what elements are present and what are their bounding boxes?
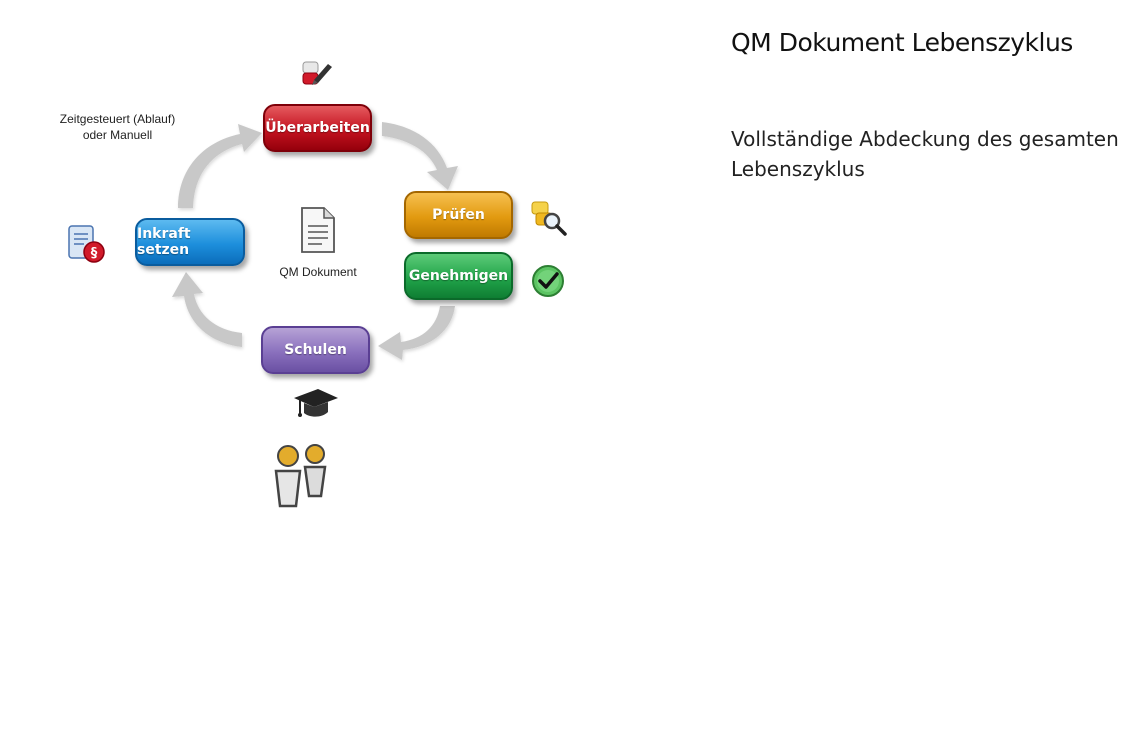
lifecycle-diagram: Überarbeiten Prüfen Genehmigen Schulen I… (0, 0, 700, 560)
step-review-label: Prüfen (432, 207, 485, 223)
arrow-enforce-to-revise (178, 124, 262, 208)
graduation-cap-icon (294, 389, 338, 417)
arrow-approve-to-train (378, 306, 455, 360)
step-revise-label: Überarbeiten (265, 120, 370, 136)
arrow-train-to-enforce (172, 272, 242, 347)
checkmark-icon (532, 265, 564, 297)
review-magnifier-icon (531, 201, 567, 236)
timing-note: Zeitgesteuert (Ablauf) oder Manuell (59, 112, 176, 142)
document-icon (301, 207, 335, 253)
svg-text:§: § (91, 246, 98, 261)
step-train-label: Schulen (284, 342, 347, 358)
step-enforce-button[interactable]: Inkraft setzen (135, 218, 245, 266)
step-revise-button[interactable]: Überarbeiten (263, 104, 372, 152)
step-review-button[interactable]: Prüfen (404, 191, 513, 239)
document-label: QM Dokument (279, 265, 357, 279)
panel-description: Vollständige Abdeckung des gesamten Lebe… (731, 127, 1119, 181)
panel-title: QM Dokument Lebenszyklus (731, 28, 1073, 57)
arrow-revise-to-review (382, 122, 458, 190)
users-icon (274, 444, 327, 508)
step-approve-button[interactable]: Genehmigen (404, 252, 513, 300)
step-enforce-label: Inkraft setzen (137, 226, 191, 258)
edit-icon (302, 61, 332, 85)
step-approve-label: Genehmigen (408, 268, 509, 284)
document-seal-icon: § (68, 225, 105, 263)
cycle-arrows (172, 122, 458, 360)
step-train-button[interactable]: Schulen (261, 326, 370, 374)
